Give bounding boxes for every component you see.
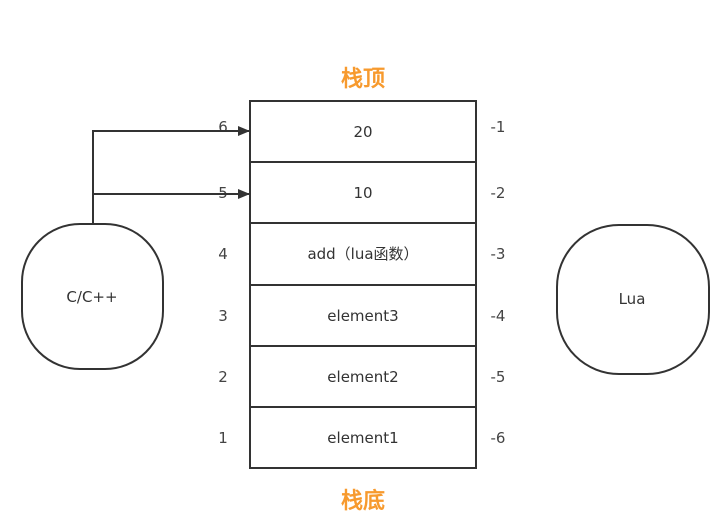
actor-c-cpp-shape bbox=[21, 223, 164, 370]
actor-lua: Lua bbox=[556, 224, 710, 375]
stack-cells: 20 10 add（lua函数） element3 element2 eleme… bbox=[249, 100, 477, 469]
positive-index: 4 bbox=[218, 245, 228, 263]
actor-c-cpp-label: C/C++ bbox=[66, 288, 117, 306]
negative-index: -3 bbox=[491, 245, 506, 263]
stack-cell-value: element3 bbox=[327, 307, 398, 325]
actor-lua-shape bbox=[556, 224, 710, 375]
negative-indices: -1 -2 -3 -4 -5 -6 bbox=[491, 118, 506, 447]
positive-index: 6 bbox=[218, 118, 228, 136]
stack-cell-value: add（lua函数） bbox=[307, 245, 418, 263]
stack-cell: element1 bbox=[249, 406, 477, 469]
arrow-to-index-6 bbox=[92, 126, 250, 224]
stack-cell: element3 bbox=[249, 284, 477, 347]
negative-index: -4 bbox=[491, 307, 506, 325]
stack-cell: add（lua函数） bbox=[249, 222, 477, 286]
positive-indices: 6 5 4 3 2 1 bbox=[218, 118, 228, 447]
stack-cell: element2 bbox=[249, 345, 477, 408]
stack-cell: 20 bbox=[249, 100, 477, 163]
positive-index: 3 bbox=[218, 307, 228, 325]
negative-index: -1 bbox=[491, 118, 506, 136]
negative-index: -5 bbox=[491, 368, 506, 386]
stack-cell-value: 10 bbox=[353, 184, 372, 202]
positive-index: 2 bbox=[218, 368, 228, 386]
stack-top-label: 栈顶 bbox=[341, 67, 385, 92]
actor-lua-label: Lua bbox=[619, 290, 646, 308]
stack-bottom-label: 栈底 bbox=[341, 488, 385, 514]
negative-index: -6 bbox=[491, 429, 506, 447]
stack-cell-value: element2 bbox=[327, 368, 398, 386]
stack-cell-value: 20 bbox=[353, 123, 372, 141]
push-arrows bbox=[92, 126, 250, 224]
stack-cell-value: element1 bbox=[327, 429, 398, 447]
stack-cell: 10 bbox=[249, 161, 477, 224]
positive-index: 1 bbox=[218, 429, 228, 447]
actor-c-cpp: C/C++ bbox=[21, 223, 164, 370]
negative-index: -2 bbox=[491, 184, 506, 202]
